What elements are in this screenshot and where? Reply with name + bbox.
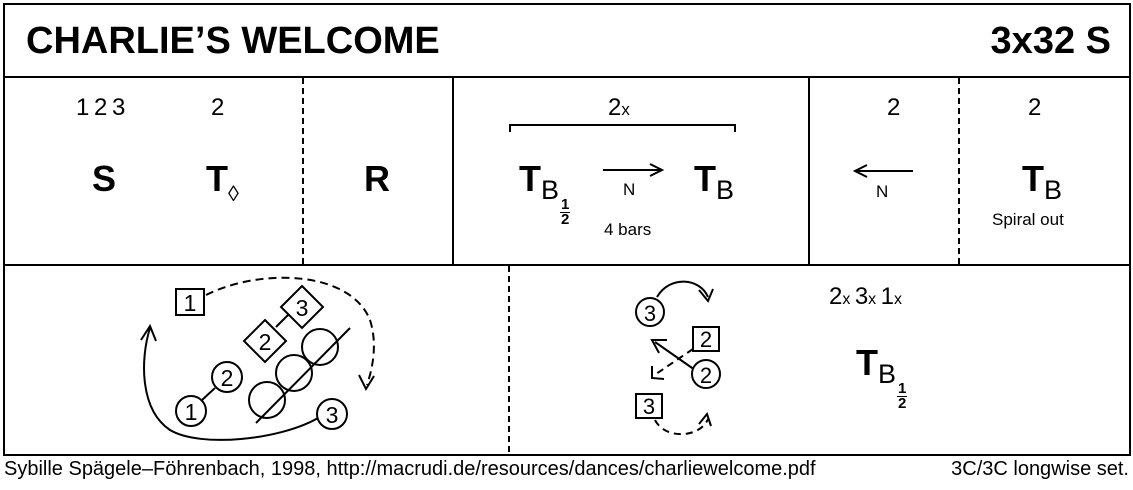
arrow-label-nearer: N <box>623 180 636 199</box>
title-divider <box>3 76 1131 78</box>
woman-circle-2: 2 <box>211 361 243 393</box>
footer-credit: Sybille Spägele–Föhrenbach, 1998, http:/… <box>4 458 816 480</box>
woman-circle-1: 1 <box>175 395 207 427</box>
repeat-count: 3 <box>854 283 869 310</box>
svg-text:2: 2 <box>259 329 272 355</box>
turn-both-hands: TB <box>694 158 734 206</box>
svg-text:2: 2 <box>700 363 712 388</box>
arrowhead-icon <box>651 366 665 380</box>
bars-label-setting: 1 2 3 <box>76 94 126 121</box>
bars-label-cast: 2 <box>887 94 901 121</box>
repeat-count: 2 <box>829 283 843 310</box>
row-divider <box>3 264 1131 266</box>
arrow-label-nearer: N <box>876 182 889 201</box>
svg-text:2: 2 <box>700 327 712 352</box>
repeat-suffix: x <box>842 291 851 308</box>
man-diamond-2: 2 <box>242 318 288 364</box>
footer-set-type: 3C/3C longwise set. <box>951 458 1129 480</box>
turn-symbol: T <box>206 158 228 199</box>
turn-symbol: T <box>856 342 878 383</box>
svg-text:3: 3 <box>644 301 656 326</box>
man-square-1: 1 <box>175 288 205 316</box>
turn-symbol: T <box>1022 158 1044 199</box>
svg-text:3: 3 <box>326 402 339 428</box>
repeat-counts: 2x 3x 1x <box>829 283 902 311</box>
arrowhead-icon <box>650 339 667 354</box>
svg-text:1: 1 <box>184 290 197 316</box>
dashed-path <box>205 276 375 386</box>
figure-reel-symbol: R <box>364 158 390 199</box>
woman-circle-3: 3 <box>316 398 348 430</box>
dashed-divider-lower <box>508 266 510 452</box>
svg-text:1: 1 <box>185 399 198 425</box>
arrowhead-icon <box>140 323 157 342</box>
turn-both-hands-spiral: TB <box>1022 158 1062 206</box>
woman-circle-3: 3 <box>635 297 665 327</box>
note-spiral-out: Spiral out <box>992 210 1064 229</box>
dance-card-frame <box>3 3 1131 456</box>
fraction-numerator: 1 <box>897 380 908 397</box>
man-square-2: 2 <box>692 326 720 352</box>
arrowhead-icon <box>698 288 714 303</box>
man-square-3: 3 <box>635 393 663 419</box>
dance-title: CHARLIE’S WELCOME <box>26 20 440 62</box>
repeat-label: 2x <box>608 94 630 122</box>
dance-formation: 3x32 S <box>990 20 1111 62</box>
figure-turn-symbol: T◊ <box>206 158 239 207</box>
both-hands-subscript: B <box>878 359 897 389</box>
repeat-suffix: x <box>893 291 902 308</box>
svg-text:3: 3 <box>296 295 309 321</box>
bars-label-spiral: 2 <box>1028 94 1042 121</box>
fraction-denominator: 2 <box>561 211 570 228</box>
repeat-count: 2 <box>608 94 622 121</box>
repeat-suffix: x <box>621 100 630 119</box>
both-hands-subscript: B <box>1044 175 1063 205</box>
diamond-subscript: ◊ <box>228 181 239 206</box>
note-bars: 4 bars <box>604 220 652 239</box>
solid-path <box>143 327 319 441</box>
fraction-denominator: 2 <box>898 395 907 412</box>
arrowhead-icon <box>698 411 712 427</box>
figure-setting-symbol: S <box>92 158 117 199</box>
man-diamond-3: 3 <box>279 284 325 330</box>
divider-2 <box>452 78 454 264</box>
fraction-numerator: 1 <box>560 196 571 213</box>
both-hands-subscript: B <box>541 175 560 205</box>
woman-circle-2: 2 <box>691 359 721 389</box>
repeat-count: 1 <box>880 283 894 310</box>
arrowhead-icon <box>358 374 375 392</box>
svg-text:3: 3 <box>643 394 655 419</box>
svg-text:2: 2 <box>221 365 234 391</box>
turn-symbol: T <box>519 158 541 199</box>
bars-label-turn: 2 <box>211 94 225 121</box>
dashed-divider-4 <box>958 78 960 264</box>
dashed-divider-1 <box>302 78 304 264</box>
turn-symbol: T <box>694 158 716 199</box>
repeat-suffix: x <box>868 291 877 308</box>
both-hands-subscript: B <box>716 175 735 205</box>
divider-3 <box>808 78 810 264</box>
